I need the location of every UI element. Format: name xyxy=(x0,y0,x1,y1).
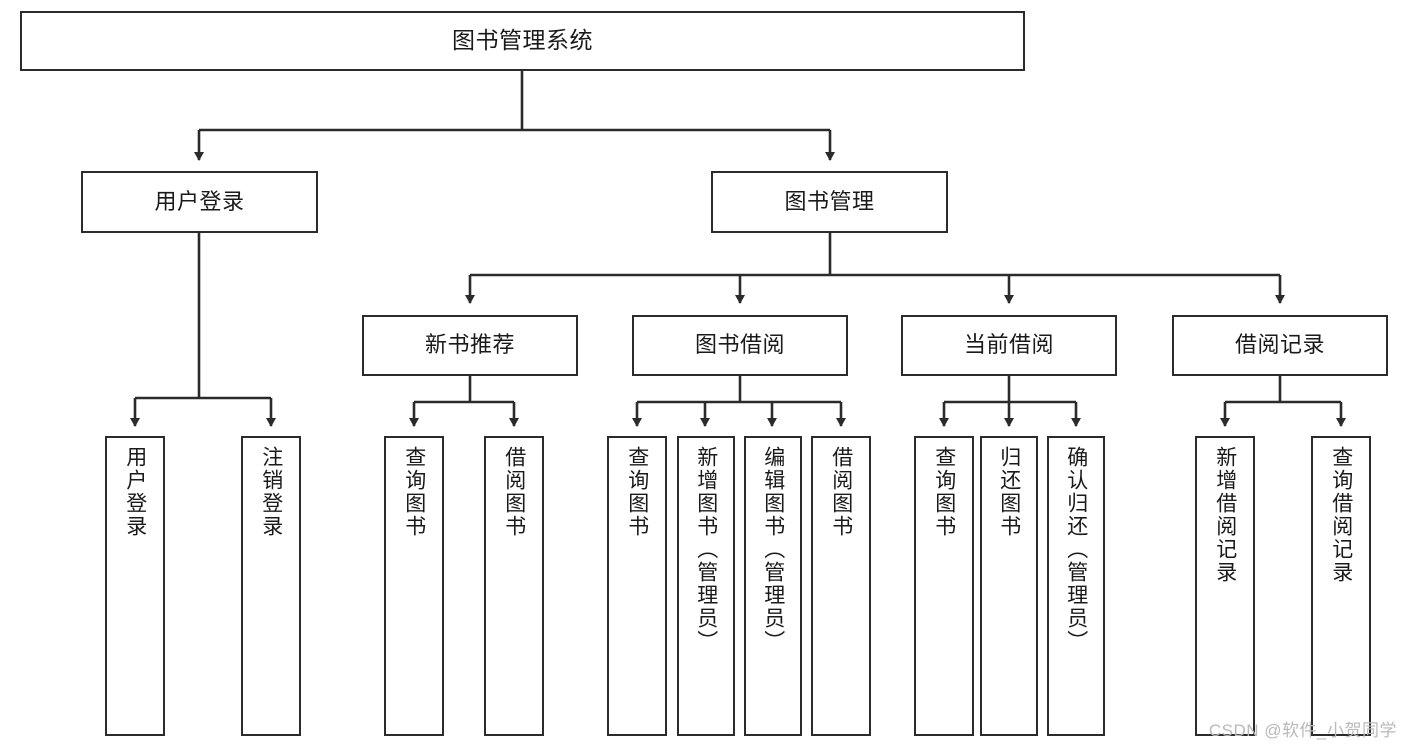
node-leaf-add-book[interactable]: 新增图书（管理员） xyxy=(677,436,735,736)
node-label: 图书管理系统 xyxy=(452,27,593,54)
node-user-login[interactable]: 用户登录 xyxy=(81,171,318,233)
node-leaf-query-record[interactable]: 查询借阅记录 xyxy=(1311,436,1371,736)
node-leaf-return-book[interactable]: 归还图书 xyxy=(980,436,1038,736)
node-new-book-recommend[interactable]: 新书推荐 xyxy=(362,315,578,376)
node-label: 图书管理 xyxy=(784,188,875,214)
node-book-borrow[interactable]: 图书借阅 xyxy=(632,315,848,376)
node-label: 用户登录 xyxy=(123,446,147,538)
node-book-management-system[interactable]: 图书管理系统 xyxy=(20,11,1025,71)
node-label: 编辑图书（管理员） xyxy=(761,446,785,653)
node-label: 新增借阅记录 xyxy=(1213,446,1237,584)
node-label: 查询图书 xyxy=(402,446,426,538)
node-label: 新书推荐 xyxy=(424,332,515,358)
node-label: 当前借阅 xyxy=(963,332,1054,358)
node-label: 借阅图书 xyxy=(502,446,526,538)
node-leaf-edit-book[interactable]: 编辑图书（管理员） xyxy=(744,436,802,736)
node-leaf-logout-login[interactable]: 注销登录 xyxy=(241,436,301,736)
node-leaf-query-book-2[interactable]: 查询图书 xyxy=(607,436,667,736)
node-label: 新增图书（管理员） xyxy=(694,446,718,653)
node-leaf-query-book-3[interactable]: 查询图书 xyxy=(914,436,974,736)
node-label: 图书借阅 xyxy=(694,332,785,358)
node-current-borrow[interactable]: 当前借阅 xyxy=(901,315,1117,376)
watermark: CSDN @软件_小贺同学 xyxy=(1208,721,1397,740)
node-label: 确认归还（管理员） xyxy=(1064,446,1088,653)
node-leaf-borrow-book-2[interactable]: 借阅图书 xyxy=(811,436,871,736)
node-label: 查询图书 xyxy=(625,446,649,538)
node-borrow-record[interactable]: 借阅记录 xyxy=(1172,315,1388,376)
node-label: 借阅图书 xyxy=(829,446,853,538)
node-label: 归还图书 xyxy=(997,446,1021,538)
node-label: 用户登录 xyxy=(154,188,245,214)
node-label: 借阅记录 xyxy=(1234,332,1325,358)
node-label: 查询图书 xyxy=(932,446,956,538)
node-leaf-query-book-1[interactable]: 查询图书 xyxy=(384,436,444,736)
node-leaf-user-login[interactable]: 用户登录 xyxy=(105,436,165,736)
node-label: 查询借阅记录 xyxy=(1329,446,1353,584)
node-leaf-confirm-return[interactable]: 确认归还（管理员） xyxy=(1047,436,1105,736)
node-book-management[interactable]: 图书管理 xyxy=(711,171,948,233)
node-leaf-borrow-book-1[interactable]: 借阅图书 xyxy=(484,436,544,736)
node-label: 注销登录 xyxy=(259,446,283,538)
node-leaf-add-record[interactable]: 新增借阅记录 xyxy=(1195,436,1255,736)
